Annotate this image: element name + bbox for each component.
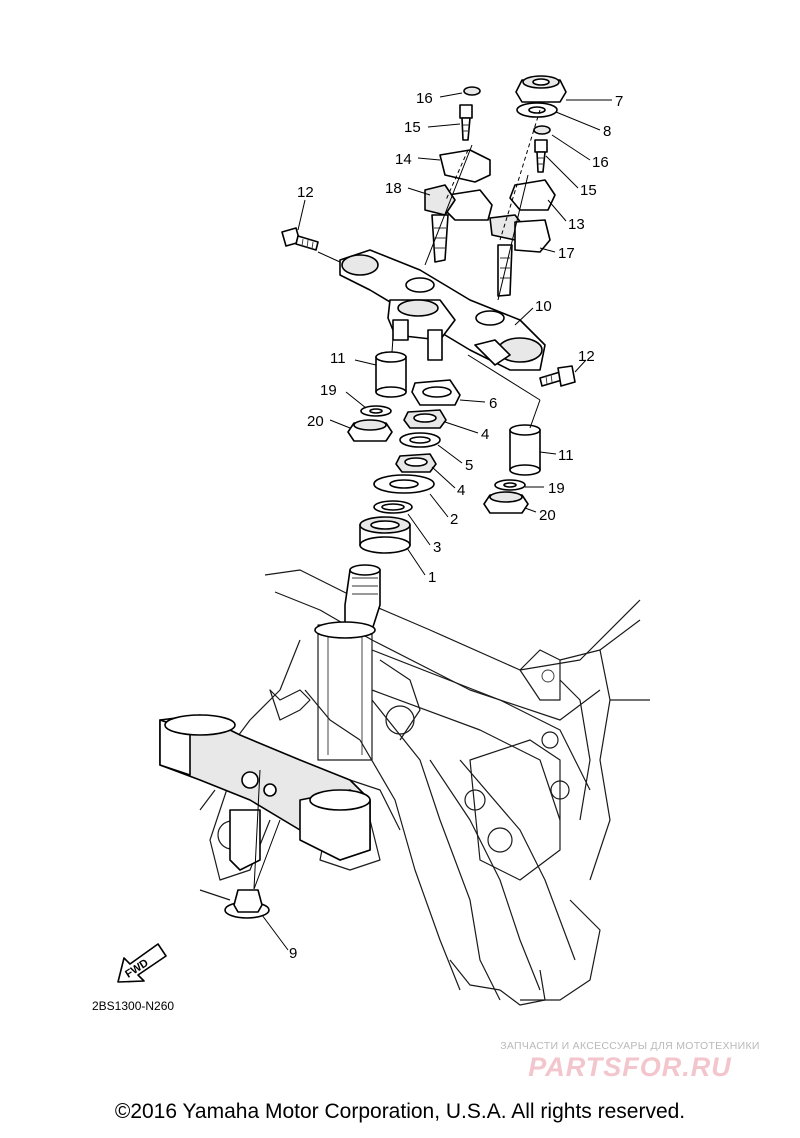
callout-18: 18	[385, 180, 402, 197]
callout-19-left: 19	[320, 382, 337, 399]
callout-labels: 16 15 14 18 12 7 8 16 15 13 17 10 12 11 …	[289, 90, 623, 962]
callout-4-lower: 4	[457, 482, 465, 499]
watermark: ЗАПЧАСТИ И АКСЕССУАРЫ ДЛЯ МОТОТЕХНИКИ PA…	[480, 1040, 780, 1090]
callout-2: 2	[450, 511, 458, 528]
bearing-race-3	[373, 500, 413, 514]
fwd-direction-arrow: FWD	[117, 943, 167, 983]
callout-14: 14	[395, 151, 412, 168]
callout-7: 7	[615, 93, 623, 110]
washer-19-right	[494, 479, 526, 491]
lock-washer-6	[411, 379, 461, 406]
callout-1: 1	[428, 569, 436, 586]
lower-bracket	[159, 714, 371, 871]
nut-20-left	[347, 419, 393, 442]
pinch-bolt-right	[539, 365, 576, 387]
callout-16-top: 16	[416, 90, 433, 107]
callout-3: 3	[433, 539, 441, 556]
callout-19-right: 19	[548, 480, 565, 497]
callout-15-right: 15	[580, 182, 597, 199]
cap-16-top	[463, 86, 481, 96]
callout-13: 13	[568, 216, 585, 233]
callout-6: 6	[489, 395, 497, 412]
callout-20-left: 20	[307, 413, 324, 430]
callout-17: 17	[558, 245, 575, 262]
part-9-nut-washer	[224, 889, 270, 919]
steering-stem-nut	[515, 75, 567, 103]
ring-nut-4-lower	[395, 453, 437, 473]
washer-19-left	[360, 405, 392, 417]
callout-5: 5	[465, 457, 473, 474]
watermark-logo: PARTSFOR.RU	[528, 1052, 732, 1082]
leader-lines	[253, 92, 612, 951]
rubber-damper-left	[375, 351, 407, 398]
rubber-damper-right	[509, 424, 541, 476]
washer-8	[516, 102, 558, 118]
nut-20-right	[483, 491, 529, 514]
callout-20-right: 20	[539, 507, 556, 524]
cap-16-right	[533, 125, 551, 135]
callout-12-left: 12	[297, 184, 314, 201]
bolt-15-right	[534, 139, 548, 173]
diagram-code: 2BS1300-N260	[92, 999, 174, 1013]
handlebar-holder-left	[424, 149, 493, 263]
watermark-tagline: ЗАПЧАСТИ И АКСЕССУАРЫ ДЛЯ МОТОТЕХНИКИ	[500, 1040, 760, 1052]
callout-11-right: 11	[558, 447, 574, 464]
upper-bracket	[339, 249, 546, 371]
copyright-notice: ©2016 Yamaha Motor Corporation, U.S.A. A…	[114, 1100, 686, 1123]
steering-stem-shaft	[314, 564, 381, 639]
callout-9: 9	[289, 945, 297, 962]
bearing-1	[359, 516, 411, 554]
callout-10: 10	[535, 298, 552, 315]
pinch-bolt-left	[281, 227, 319, 251]
callout-15-top: 15	[404, 119, 421, 136]
callout-16-right: 16	[592, 154, 609, 171]
callout-11-left: 11	[330, 350, 346, 367]
callout-4-upper: 4	[481, 426, 489, 443]
bolt-15-top	[459, 104, 473, 141]
rubber-washer-5	[399, 432, 441, 448]
ring-nut-4-upper	[403, 409, 447, 429]
callout-8: 8	[603, 123, 611, 140]
callout-12-right: 12	[578, 348, 595, 365]
bearing-cover-2	[373, 474, 435, 494]
